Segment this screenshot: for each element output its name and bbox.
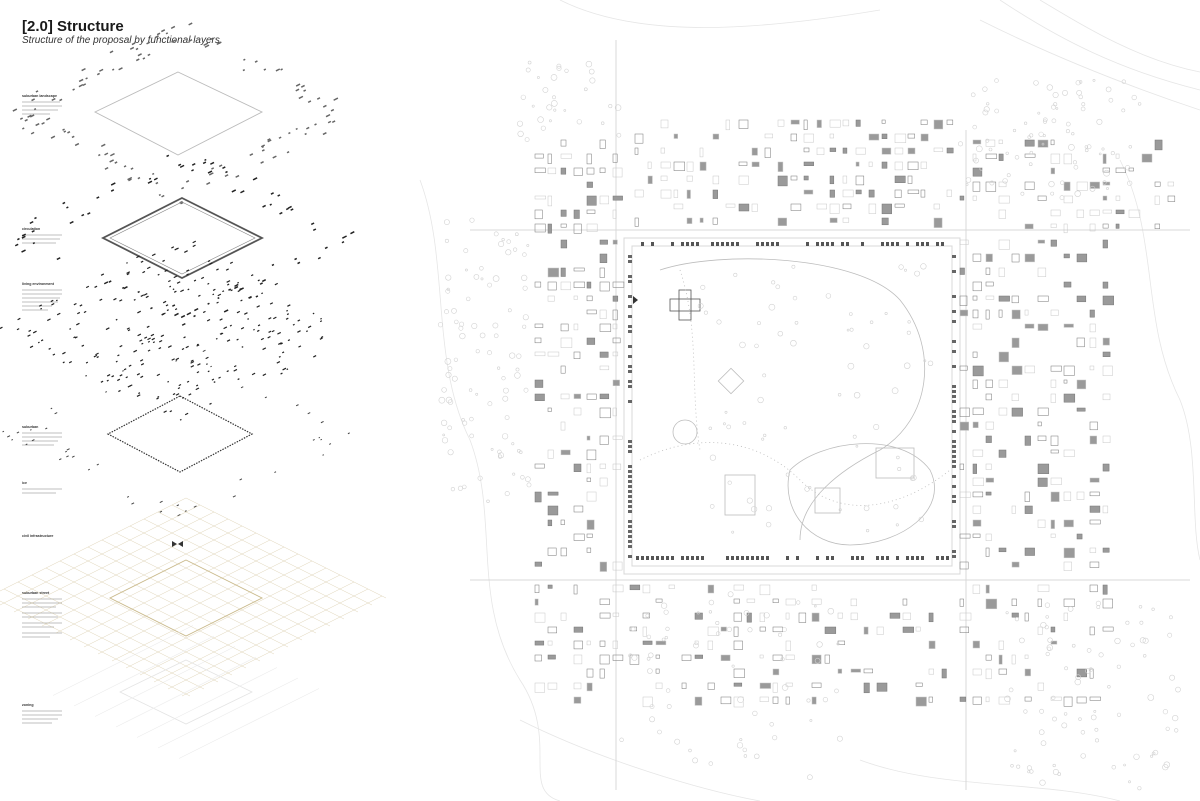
layer-label-text: suburban landscape bbox=[22, 94, 57, 98]
iso-layer-living bbox=[0, 240, 324, 421]
layer-label-landscape: suburban landscape bbox=[22, 94, 62, 115]
layer-label-zoning: zoning bbox=[22, 703, 62, 724]
layer-label-text: civil infrastructure bbox=[22, 534, 53, 538]
layer-label-ice: ice bbox=[22, 481, 62, 494]
layer-label-infra: civil infrastructure bbox=[22, 534, 53, 538]
connector-marker bbox=[172, 541, 183, 547]
ring-road bbox=[470, 40, 1190, 790]
layer-label-suburban: suburban bbox=[22, 425, 62, 446]
page-subtitle: Structure of the proposal by functional … bbox=[22, 35, 220, 46]
iso-layer-zoning bbox=[52, 625, 320, 759]
dotted-path bbox=[639, 269, 951, 506]
iso-layer-suburban bbox=[2, 349, 350, 517]
iso-layer-circulation bbox=[14, 154, 355, 326]
iso-layer-infrastructure bbox=[0, 497, 387, 697]
housing-plots bbox=[534, 119, 1176, 708]
layer-label-circulation: circulation bbox=[22, 227, 62, 244]
layer-label-text: circulation bbox=[22, 227, 40, 231]
header: [2.0] Structure Structure of the proposa… bbox=[22, 18, 220, 47]
layer-label-text: ice bbox=[22, 481, 27, 485]
layer-label-text: living environment bbox=[22, 282, 55, 286]
central-park bbox=[659, 258, 935, 546]
terrain-contours bbox=[419, 0, 1200, 801]
layer-label-text: zoning bbox=[22, 703, 34, 707]
cross-pavilion bbox=[669, 289, 701, 321]
exploded-layers-diagram: suburban landscape circulation living en… bbox=[0, 22, 387, 759]
layer-label-text: suburban street bbox=[22, 591, 50, 595]
layer-label-text: suburban bbox=[22, 425, 38, 429]
north-arrow-marker bbox=[633, 296, 638, 304]
layer-label-street: suburban street bbox=[22, 591, 62, 638]
iso-layer-landscape bbox=[12, 22, 339, 205]
layer-label-living: living environment bbox=[22, 282, 62, 311]
trees bbox=[437, 60, 1181, 791]
page-title: [2.0] Structure bbox=[22, 18, 124, 35]
